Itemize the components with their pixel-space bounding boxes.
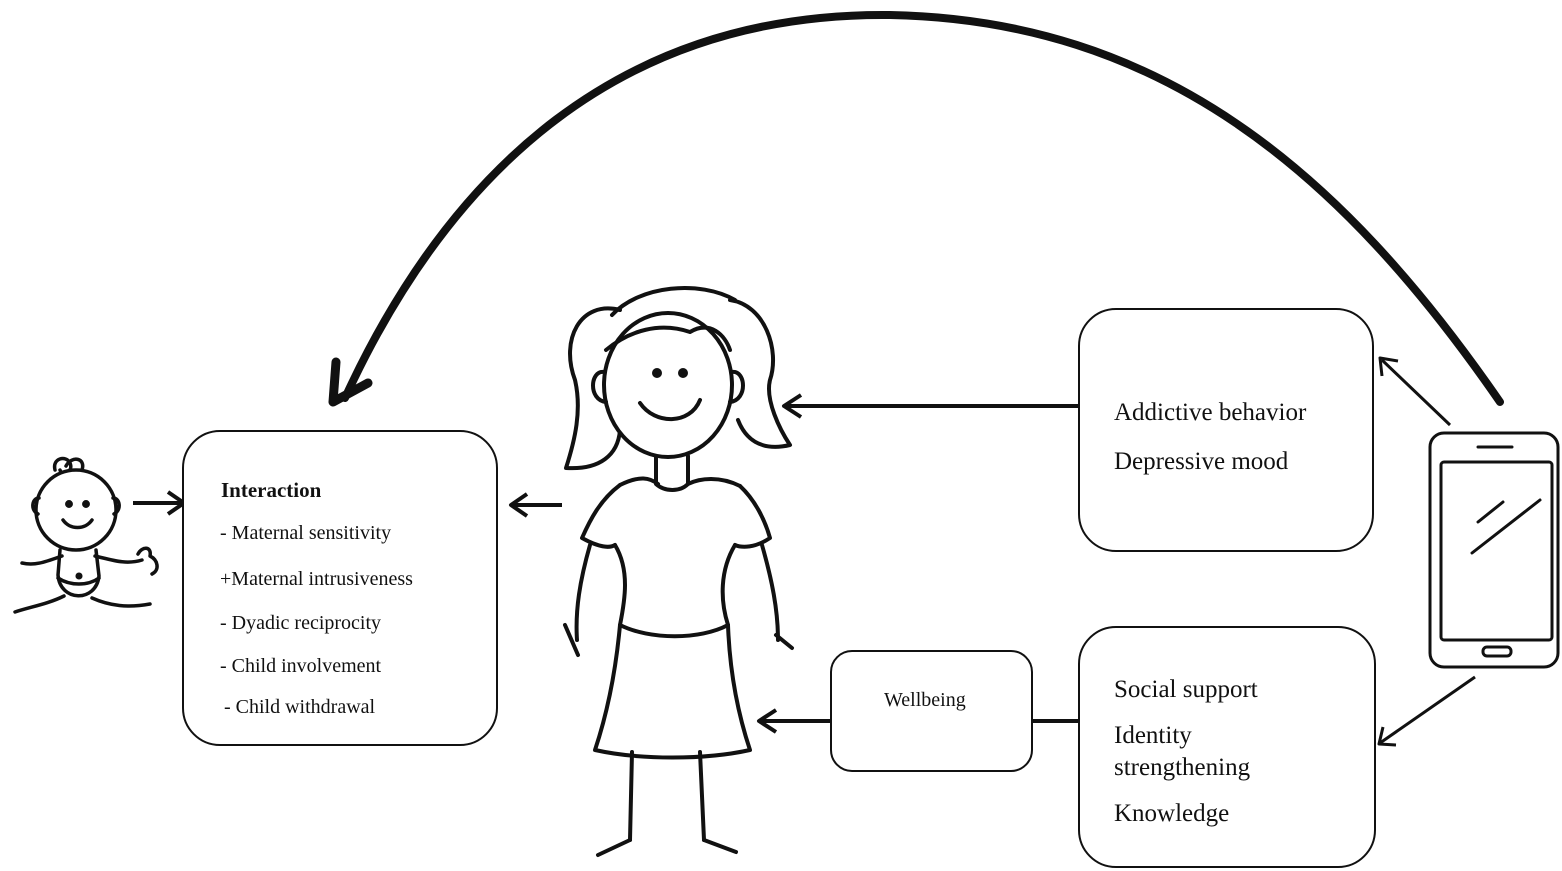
positive-item: strengthening [1114, 754, 1251, 781]
interaction-box: Interaction - Maternal sensitivity +Mate… [182, 430, 498, 746]
negative-to-mother-arrow [782, 393, 1078, 419]
interaction-title: Interaction [221, 478, 322, 502]
wellbeing-label: Wellbeing [884, 689, 966, 711]
interaction-item: - Child withdrawal [224, 696, 376, 718]
negative-item: Addictive behavior [1114, 399, 1307, 426]
positive-effects-box: Social support Identity strengthening Kn… [1078, 626, 1376, 868]
interaction-item: - Maternal sensitivity [220, 522, 392, 544]
wellbeing-box: Wellbeing [830, 650, 1033, 772]
baby-icon [13, 456, 159, 614]
negative-item: Depressive mood [1114, 448, 1289, 475]
positive-item: Identity [1114, 722, 1192, 749]
interaction-item: - Dyadic reciprocity [220, 612, 382, 634]
feedback-curve-arrow [328, 10, 1504, 407]
interaction-item: - Child involvement [220, 655, 382, 677]
interaction-item: +Maternal intrusiveness [220, 568, 413, 590]
positive-item: Social support [1114, 676, 1258, 703]
tablet-to-positive-arrow [1377, 675, 1476, 747]
tablet-to-negative-arrow [1378, 356, 1452, 427]
negative-effects-box: Addictive behavior Depressive mood [1078, 308, 1374, 552]
wellbeing-to-mother-arrow [757, 708, 830, 734]
mother-icon [563, 286, 794, 857]
mother-to-interaction-arrow [509, 492, 562, 518]
baby-to-interaction-arrow [133, 490, 186, 516]
tablet-icon [1428, 431, 1560, 669]
positive-item: Knowledge [1114, 800, 1230, 827]
